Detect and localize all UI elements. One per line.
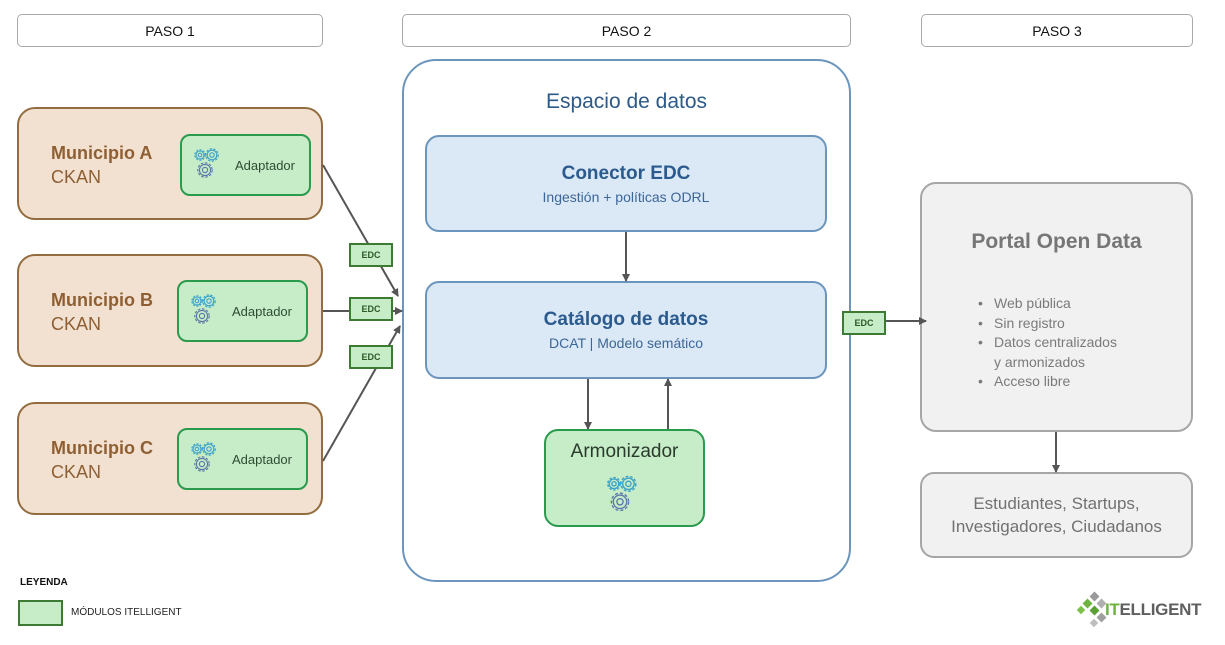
data-catalog-subtitle: DCAT | Modelo semático <box>548 335 704 351</box>
adapter-label: Adaptador <box>232 304 292 319</box>
step-3-header: PASO 3 <box>921 14 1193 47</box>
adapter-label: Adaptador <box>232 452 292 467</box>
step-1-header: PASO 1 <box>17 14 323 47</box>
municipality-name: Municipio B <box>51 290 153 310</box>
adapter-label: Adaptador <box>235 158 295 173</box>
gears-icon <box>194 148 219 178</box>
data-catalog-box: Catálogo de datos DCAT | Modelo semático <box>425 281 827 379</box>
portal-feature-continuation: y armonizados <box>994 353 1086 370</box>
data-space-title: Espacio de datos <box>545 90 708 113</box>
step-2-header: PASO 2 <box>402 14 851 47</box>
municipality-b-box: Municipio B CKAN Adaptador <box>17 254 323 367</box>
itelligent-logo-icon <box>1077 591 1107 628</box>
municipality-platform: CKAN <box>51 462 102 482</box>
municipality-platform: CKAN <box>51 167 102 187</box>
edc-tag: EDC <box>349 345 393 369</box>
edc-tag: EDC <box>349 297 393 321</box>
municipality-c-box: Municipio C CKAN Adaptador <box>17 402 323 515</box>
municipality-name: Municipio C <box>51 438 153 458</box>
portal-feature-list: •Web pública •Sin registro •Datos centra… <box>978 294 1117 392</box>
edc-tag: EDC <box>349 243 393 267</box>
municipality-a-box: Municipio A CKAN Adaptador <box>17 107 323 220</box>
adapter-module: Adaptador <box>177 280 308 342</box>
legend-title: LEYENDA <box>20 577 68 588</box>
itelligent-logo-text: ITELLIGENT <box>1105 600 1202 619</box>
portal-feature: •Acceso libre <box>978 373 1071 389</box>
adapter-module: Adaptador <box>180 134 311 196</box>
harmonizer-title: Armonizador <box>570 441 679 462</box>
gears-icon <box>191 294 216 324</box>
edc-tag: EDC <box>842 311 886 335</box>
edc-connector-title: Conector EDC <box>561 163 691 184</box>
edc-connector-subtitle: Ingestión + políticas ODRL <box>542 189 710 205</box>
municipality-name: Municipio A <box>51 143 153 163</box>
portal-feature: •Sin registro <box>978 314 1065 331</box>
harmonizer-box: Armonizador <box>544 429 705 527</box>
data-catalog-title: Catálogo de datos <box>543 309 709 330</box>
adapter-module: Adaptador <box>177 428 308 490</box>
portal-feature: •Datos centralizados <box>978 334 1117 350</box>
gears-icon <box>607 475 637 512</box>
edc-connector-box: Conector EDC Ingestión + políticas ODRL <box>425 135 827 232</box>
legend-swatch <box>18 600 63 626</box>
open-data-portal-box: Portal Open Data •Web pública •Sin regis… <box>920 182 1193 432</box>
portal-feature: •Web pública <box>978 295 1071 311</box>
end-users-box: Estudiantes, Startups, Investigadores, C… <box>920 472 1193 558</box>
legend-label: MÓDULOS ITELLIGENT <box>71 607 182 618</box>
gears-icon <box>191 442 216 472</box>
municipality-platform: CKAN <box>51 314 102 334</box>
portal-title: Portal Open Data <box>971 230 1142 253</box>
end-users-line: Estudiantes, Startups, <box>973 494 1140 513</box>
arrow-municipality-a <box>322 164 399 297</box>
end-users-line: Investigadores, Ciudadanos <box>951 517 1162 536</box>
